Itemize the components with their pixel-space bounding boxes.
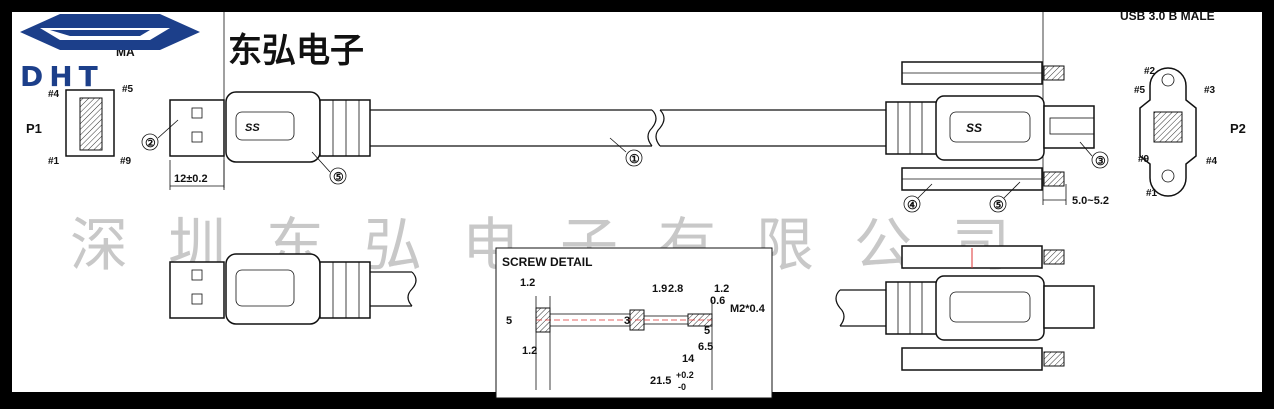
dim-thread: M2*0.4 [730, 303, 766, 315]
dim-tol-minus: -0 [678, 382, 686, 392]
p1-ss-logo: SS [245, 122, 260, 134]
p2-ss-logo: SS [966, 121, 982, 135]
p2-usb-b-connector: SS [885, 61, 1095, 191]
p2-pin-3: #3 [1204, 85, 1216, 96]
p2-pin-5: #5 [1134, 85, 1146, 96]
dht-logo-icon: DHT [18, 14, 200, 93]
dim-5-small: 5 [704, 325, 710, 337]
p2-end-view: #2 #5 #3 #9 #4 #1 P2 [1134, 66, 1246, 199]
p2-pin-4: #4 [1206, 156, 1218, 167]
dim-21-5: 21.5 [650, 375, 671, 387]
p1-pin-4: #4 [48, 89, 60, 100]
dim-1-2-top: 1.2 [520, 277, 535, 289]
dim-6-5: 6.5 [698, 341, 713, 353]
p2-bottom-view [835, 245, 1095, 371]
dim-1-2-bottom: 1.2 [522, 345, 537, 357]
top-right-label: USB 3.0 B MALE [1120, 9, 1215, 23]
screw-detail-title: SCREW DETAIL [502, 255, 592, 269]
callout-3: ③ [1095, 154, 1106, 168]
p1-pin-5: #5 [122, 84, 134, 95]
screw-detail: SCREW DETAIL 1.2 5 1.2 3 1.9 2.8 1.2 0.6… [495, 247, 773, 399]
p2-pin-2: #2 [1144, 66, 1156, 77]
callout-2: ② [145, 136, 156, 150]
p1-usb-a-connector: SS [169, 91, 371, 163]
p2-pin-9: #9 [1138, 154, 1150, 165]
cable [370, 109, 886, 147]
dim-3: 3 [624, 315, 630, 327]
p1-label: P1 [26, 121, 42, 136]
callout-5-left: ⑤ [333, 170, 344, 184]
logo-text: DHT [20, 60, 104, 93]
dim-1-2-right: 1.2 [714, 283, 729, 295]
dim-5: 5 [506, 315, 512, 327]
p2-pin-1: #1 [1146, 188, 1158, 199]
dim-2-8: 2.8 [668, 283, 683, 295]
p1-pin-1: #1 [48, 156, 60, 167]
callout-4: ④ [907, 198, 918, 212]
dim-14: 14 [682, 353, 695, 365]
p2-label: P2 [1230, 121, 1246, 136]
dim-1-9: 1.9 [652, 283, 667, 295]
p1-bottom-view [169, 253, 417, 325]
dim-tol-plus: +0.2 [676, 370, 694, 380]
callout-1: ① [629, 152, 640, 166]
p2-dimension: 5.0~5.2 [1072, 195, 1109, 207]
p1-end-view: #4 #5 #1 #9 P1 [26, 84, 134, 167]
p1-dimension: 12±0.2 [174, 173, 208, 185]
dim-0-6: 0.6 [710, 295, 725, 307]
company-name: 东弘电子 [228, 31, 364, 71]
p1-pin-9: #9 [120, 156, 132, 167]
callout-5-right: ⑤ [993, 198, 1004, 212]
